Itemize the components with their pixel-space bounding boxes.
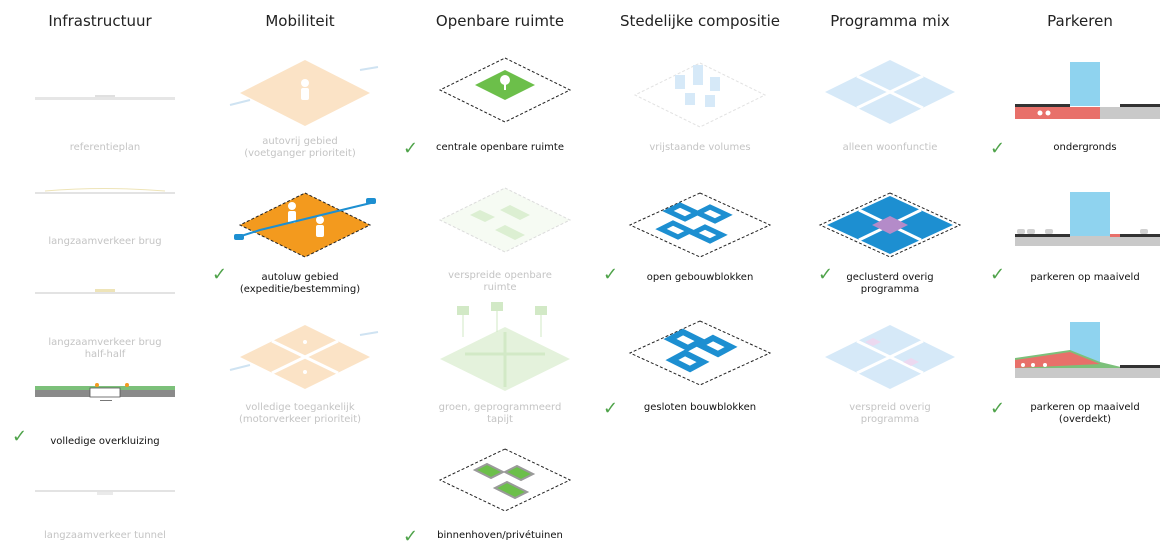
- section-diagram-referentieplan: [35, 95, 175, 100]
- option-label: parkeren op maaiveld: [1030, 272, 1140, 283]
- check-icon: ✓: [603, 398, 619, 419]
- diagram-binnenhoven-privetuinen: [438, 448, 572, 512]
- diagram-volledige-toegankelijk: [229, 325, 379, 389]
- section-diagram-brug-half-half: [35, 289, 175, 294]
- option-label: langzaamverkeer brug half-half: [48, 337, 162, 360]
- section-diagram-volledige-overkluizing: [35, 383, 175, 401]
- section-diagram-langzaamverkeer-brug: [35, 188, 175, 194]
- column-title-parkeren: Parkeren: [1047, 12, 1113, 30]
- diagram-verspreide-openbare-ruimte: [438, 187, 572, 253]
- option-label: gesloten bouwblokken: [643, 402, 757, 413]
- diagram-ondergronds: [1015, 62, 1160, 119]
- column-title-infrastructuur: Infrastructuur: [48, 12, 152, 30]
- option-label: ondergronds: [1053, 142, 1117, 153]
- option-label: groen, geprogrammeerd tapijt: [438, 402, 562, 425]
- option-label: parkeren op maaiveld (overdekt): [1030, 402, 1140, 425]
- diagram-geclusterd-overig-programma: [818, 192, 962, 258]
- option-label: volledige overkluizing: [50, 436, 160, 447]
- diagram-verspreid-overig-programma: [825, 325, 955, 389]
- option-label: verspreide openbare ruimte: [448, 270, 552, 293]
- diagram-alleen-woonfunctie: [825, 60, 955, 124]
- option-label: geclusterd overig programma: [846, 272, 934, 295]
- option-label: langzaamverkeer brug: [48, 236, 162, 247]
- option-label: alleen woonfunctie: [842, 142, 938, 153]
- diagram-groen-geprogrammeerd-tapijt: [440, 302, 570, 391]
- section-diagram-langzaamverkeer-tunnel: [35, 490, 175, 495]
- diagram-gesloten-bouwblokken: [628, 320, 772, 386]
- option-label: volledige toegankelijk (motorverkeer pri…: [238, 402, 362, 425]
- diagram-vrijstaande-volumes: [633, 62, 767, 128]
- option-label: referentieplan: [69, 142, 141, 153]
- column-title-stedelijke-compositie: Stedelijke compositie: [619, 12, 781, 30]
- check-icon: ✓: [403, 526, 419, 547]
- option-label: verspreid overig programma: [849, 402, 931, 425]
- option-label: autovrij gebied (voetganger prioriteit): [244, 136, 356, 159]
- check-icon: ✓: [12, 426, 28, 447]
- check-icon: ✓: [403, 138, 419, 159]
- check-icon: ✓: [990, 398, 1006, 419]
- diagram-parkeren-op-maaiveld-overdekt: [1015, 322, 1160, 378]
- check-icon: ✓: [990, 138, 1006, 159]
- check-icon: ✓: [990, 264, 1006, 285]
- diagram-open-gebouwblokken: [628, 192, 772, 258]
- option-label: vrijstaande volumes: [649, 142, 751, 153]
- option-label: centrale openbare ruimte: [436, 142, 564, 153]
- option-label: langzaamverkeer tunnel: [44, 530, 166, 541]
- diagram-autoluw-gebied: [234, 192, 376, 258]
- option-label: autoluw gebied (expeditie/bestemming): [239, 272, 361, 295]
- column-title-programma-mix: Programma mix: [830, 12, 950, 30]
- diagram-parkeren-op-maaiveld: [1015, 192, 1160, 246]
- check-icon: ✓: [212, 264, 228, 285]
- column-title-openbare-ruimte: Openbare ruimte: [435, 12, 565, 30]
- check-icon: ✓: [603, 264, 619, 285]
- check-icon: ✓: [818, 264, 834, 285]
- option-label: open gebouwblokken: [646, 272, 754, 283]
- diagram-centrale-openbare-ruimte: [438, 57, 572, 123]
- option-label: binnenhoven/privétuinen: [437, 530, 563, 541]
- diagram-autovrij-gebied: [229, 60, 379, 126]
- column-title-mobiliteit: Mobiliteit: [265, 12, 335, 30]
